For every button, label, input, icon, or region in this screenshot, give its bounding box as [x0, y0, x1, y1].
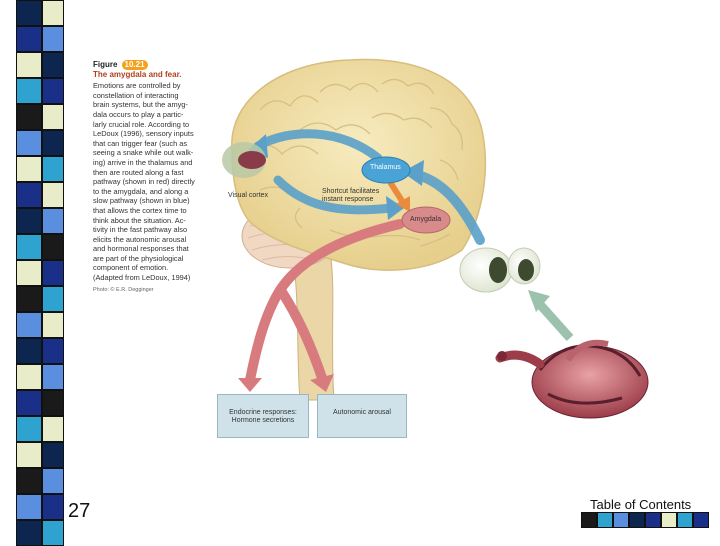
slow-pathway-arrow-1 [253, 129, 383, 163]
strip-square [42, 468, 64, 494]
strip-square [16, 468, 42, 494]
strip-square [16, 338, 42, 364]
strip-square [16, 104, 42, 130]
page-number: 27 [68, 500, 91, 522]
caption-line: slow pathway (shown in blue) [93, 196, 190, 206]
caption-line: pathway (shown in red) directly [93, 177, 195, 187]
caption-line: to the amygdala, and along a [93, 186, 189, 196]
caption-line: seeing a snake while out walk- [93, 148, 194, 158]
strip-square [16, 52, 42, 78]
caption-line: LeDoux (1996), sensory inputs [93, 129, 194, 139]
label-thalamus: Thalamus [370, 164, 401, 171]
figure-number-badge: 10.21 [121, 60, 148, 70]
label-shortcut: Shortcut facilitates instant response [322, 188, 380, 203]
bar-square [581, 512, 597, 528]
strip-square [42, 312, 64, 338]
strip-square [16, 234, 42, 260]
photo-credit: Photo: © E.R. Degginger [93, 286, 154, 293]
strip-square [16, 442, 42, 468]
figure-caption: Figure 10.21 The amygdala and fear. Emot… [93, 60, 203, 295]
label-amygdala: Amygdala [410, 216, 442, 223]
strip-square [42, 130, 64, 156]
thalamus [361, 156, 411, 184]
strip-square [42, 364, 64, 390]
strip-square [16, 312, 42, 338]
fast-pathway-arrow-right [277, 287, 327, 383]
caption-line: Emotions are controlled by [93, 81, 181, 91]
strip-square [42, 416, 64, 442]
caption-line: component of emotion. [93, 263, 169, 273]
strip-square [42, 234, 64, 260]
strip-square [16, 208, 42, 234]
strip-square [42, 26, 64, 52]
caption-line: tivity in the fast pathway also [93, 225, 188, 235]
slow-pathway-arrow-2 [273, 175, 397, 215]
caption-line: are part of the physiological [93, 253, 184, 263]
caption-line: dala occurs to play a partic- [93, 109, 184, 119]
strip-square [42, 260, 64, 286]
caption-line: that can trigger fear (such as [93, 138, 188, 148]
strip-square [16, 26, 42, 52]
bar-square [613, 512, 629, 528]
caption-line: (Adapted from LeDoux, 1994) [93, 273, 191, 283]
strip-square [42, 494, 64, 520]
bar-square [677, 512, 693, 528]
strip-square [42, 208, 64, 234]
strip-square [42, 0, 64, 26]
bar-square [597, 512, 613, 528]
label-visual-cortex: Visual cortex [228, 192, 268, 199]
caption-line: and hormonal responses that [93, 244, 189, 254]
caption-line: constellation of interacting [93, 90, 179, 100]
strip-square [16, 286, 42, 312]
bar-square [661, 512, 677, 528]
strip-square [16, 494, 42, 520]
caption-line: ing) arrive in the thalamus and [93, 157, 193, 167]
endocrine-response-box: Endocrine responses: Hormone secretions [217, 394, 309, 438]
strip-square [16, 0, 42, 26]
strip-square [16, 416, 42, 442]
strip-square [42, 286, 64, 312]
strip-square [42, 78, 64, 104]
strip-square [42, 104, 64, 130]
strip-square [16, 260, 42, 286]
strip-square [16, 156, 42, 182]
caption-line: think about the situation. Ac- [93, 215, 186, 225]
bar-square [645, 512, 661, 528]
snake-to-eye-arrow [532, 296, 574, 342]
bottom-decorative-bar [581, 512, 709, 528]
caption-line: brain systems, but the amyg- [93, 100, 188, 110]
autonomic-arousal-box: Autonomic arousal [317, 394, 407, 438]
snake-image [495, 339, 649, 419]
strip-square [42, 442, 64, 468]
amygdala [401, 206, 451, 234]
figure-title: The amygdala and fear. [93, 69, 182, 79]
strip-square [16, 364, 42, 390]
strip-square [16, 78, 42, 104]
bar-square [693, 512, 709, 528]
strip-square [42, 182, 64, 208]
caption-line: larly crucial role. According to [93, 119, 190, 129]
strip-square [42, 52, 64, 78]
caption-line: elicits the autonomic arousal [93, 234, 187, 244]
strip-square [42, 390, 64, 416]
bar-square [629, 512, 645, 528]
caption-line: that allows the cortex time to [93, 205, 187, 215]
strip-square [42, 338, 64, 364]
strip-square [42, 156, 64, 182]
strip-square [16, 390, 42, 416]
strip-square [16, 130, 42, 156]
strip-square [16, 182, 42, 208]
table-of-contents-link[interactable]: Table of Contents [590, 497, 692, 512]
caption-line: then are routed along a fast [93, 167, 184, 177]
figure-label: Figure [93, 60, 118, 69]
